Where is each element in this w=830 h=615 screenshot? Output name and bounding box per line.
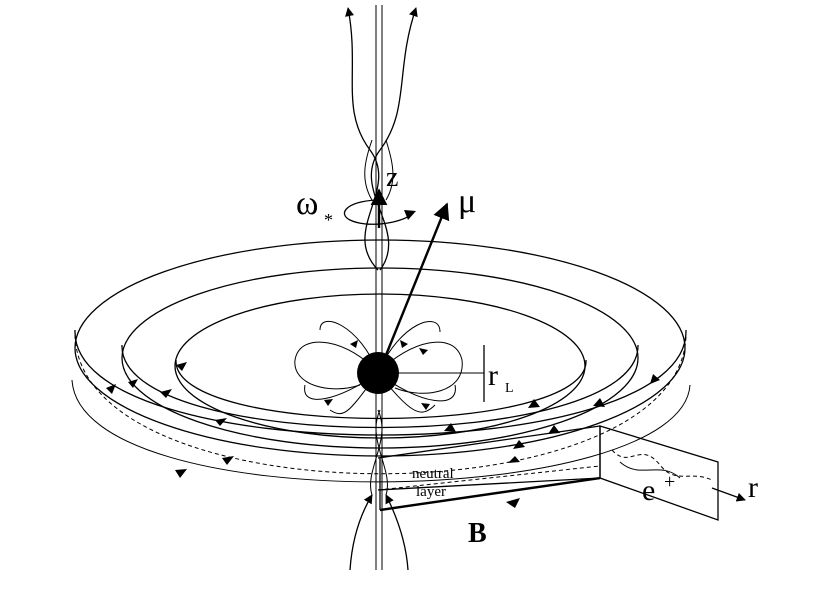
neutral-label: neutral xyxy=(412,466,454,482)
positron-label: e xyxy=(642,474,655,507)
neutral-layer-sheet xyxy=(377,425,601,512)
mu-label: μ xyxy=(458,183,476,220)
positron-superscript: + xyxy=(664,471,675,493)
polar-field-lines-top xyxy=(345,7,418,271)
z-axis-label: z xyxy=(386,162,398,193)
r-axis-label: r xyxy=(748,471,758,504)
rotation-arrow xyxy=(343,199,416,225)
b-field-label: B xyxy=(468,518,487,549)
omega-subscript: * xyxy=(324,210,333,230)
omega-label: ω xyxy=(296,185,318,222)
rotation-axis xyxy=(375,5,383,570)
ring-arrows xyxy=(106,362,660,478)
light-cylinder-marker xyxy=(398,345,485,402)
current-sheet-slab xyxy=(599,425,746,521)
layer-label: layer xyxy=(416,484,446,500)
r-l-subscript: L xyxy=(505,381,514,396)
r-l-label: r xyxy=(488,359,498,392)
mu-vector xyxy=(382,202,450,361)
spiral-field-rings xyxy=(71,239,691,483)
polar-field-lines-bottom xyxy=(349,409,409,571)
neutron-star xyxy=(357,352,399,394)
